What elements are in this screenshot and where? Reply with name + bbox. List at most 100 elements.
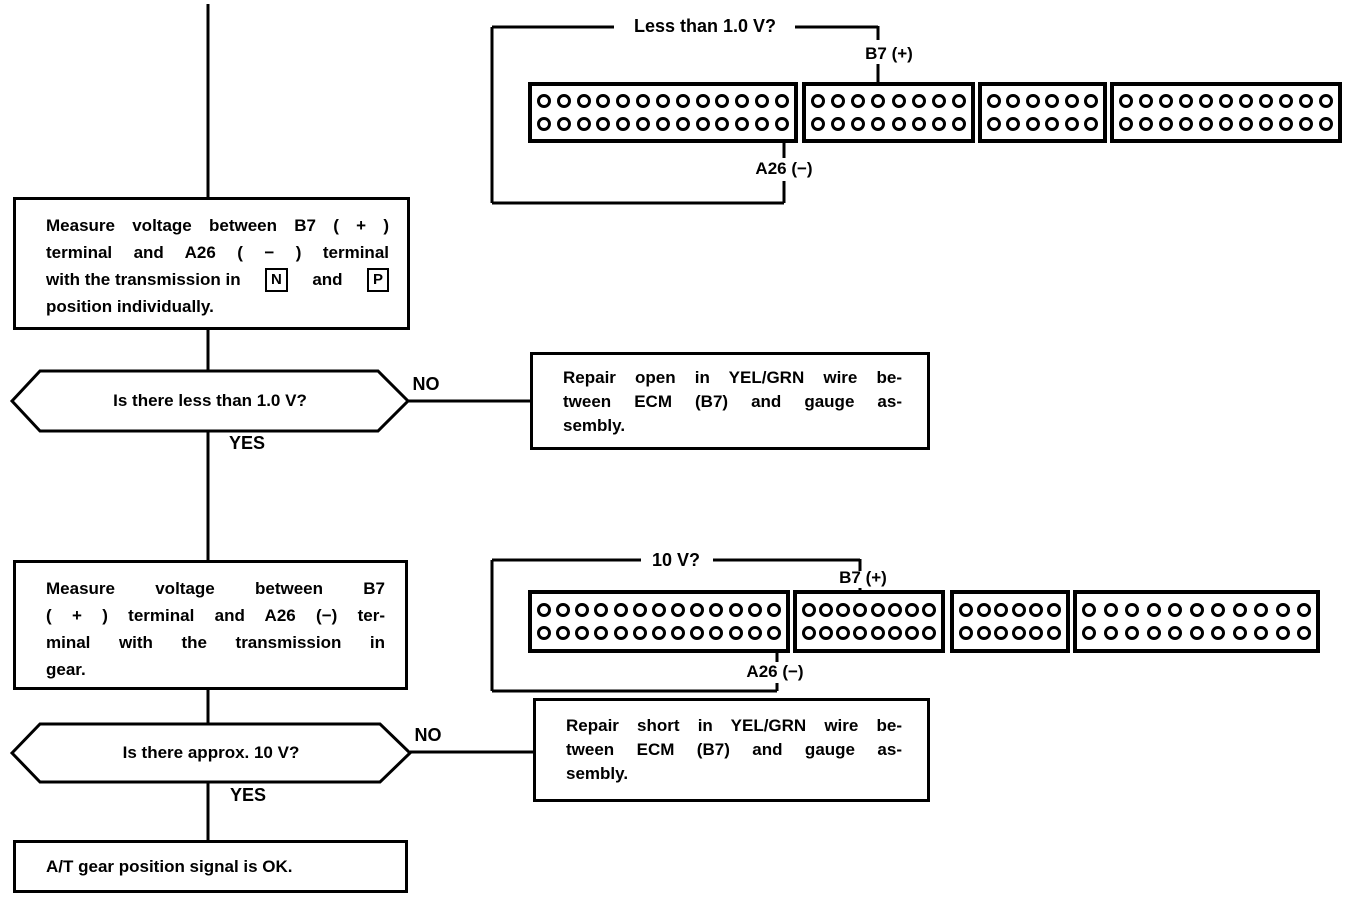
- connector-pin: [576, 94, 591, 109]
- connector-pin: [1139, 116, 1153, 131]
- step-measure-voltage-np-box: Measure voltage between B7 ( + ) termina…: [13, 197, 410, 330]
- connector-pin: [556, 116, 571, 131]
- connector-pin: [747, 603, 762, 617]
- connector-pin: [1275, 626, 1290, 640]
- connector-pin: [871, 94, 886, 109]
- connector-pin: [613, 626, 628, 640]
- connector-pin: [1083, 116, 1098, 131]
- connector-pin: [891, 94, 906, 109]
- connector-pin: [887, 603, 902, 617]
- connector-pin: [556, 603, 571, 617]
- connector-pin: [1082, 603, 1096, 617]
- action-text-line: tween ECM (B7) and gauge as-: [563, 392, 902, 411]
- connector-pin: [819, 603, 834, 617]
- connector-pin: [1219, 116, 1233, 131]
- connector-pin: [766, 626, 781, 640]
- connector-pin: [1119, 116, 1133, 131]
- connector-pin: [594, 603, 609, 617]
- connector-pin: [1064, 116, 1079, 131]
- ecm-connector-A-row2: [528, 590, 790, 653]
- connector-pin: [1146, 626, 1161, 640]
- pin-row: [959, 603, 1061, 617]
- step-text-line: minal with the transmission in: [46, 633, 385, 652]
- connector-pin: [887, 626, 902, 640]
- connector-pin: [537, 603, 551, 617]
- connector-pin: [755, 116, 770, 131]
- step-text-segment: and: [312, 270, 343, 289]
- connector-pin: [709, 626, 724, 640]
- connector-pin: [851, 94, 866, 109]
- connector-pin: [1259, 94, 1273, 109]
- connector-pin: [994, 603, 1009, 617]
- ecm-connector-D-row2: [1073, 590, 1320, 653]
- connector-pin: [695, 116, 710, 131]
- connector-pin: [1006, 116, 1021, 131]
- step-text-line: with the transmission in N and P: [46, 266, 389, 293]
- connector-pin: [766, 603, 781, 617]
- connector-pin: [616, 116, 631, 131]
- connector-pin: [976, 603, 991, 617]
- connector-pin: [537, 94, 551, 109]
- action-repair-short-box: Repair short in YEL/GRN wire be- tween E…: [533, 698, 930, 802]
- gear-position-n-badge: N: [265, 267, 288, 292]
- step-text-line: Measure voltage between B7 ( + ): [46, 216, 389, 235]
- connector-pin: [1254, 626, 1268, 640]
- connector-pin: [1189, 603, 1204, 617]
- connector-pin: [709, 603, 724, 617]
- connector-pin: [911, 94, 926, 109]
- connector-pin: [1319, 116, 1333, 131]
- connector-pin: [1168, 626, 1182, 640]
- connector-pin: [576, 116, 591, 131]
- ecm-connector-B-row1: [802, 82, 975, 143]
- step-text-segment: with the transmission in: [46, 270, 241, 289]
- connector-pin: [747, 626, 762, 640]
- connector-pin: [1279, 116, 1293, 131]
- connector-pin: [870, 626, 885, 640]
- connector-pin: [715, 94, 730, 109]
- connector-pin: [715, 116, 730, 131]
- connector-pin: [959, 603, 973, 617]
- decision-1-yes-label: YES: [228, 433, 266, 453]
- connector-pin: [904, 603, 919, 617]
- connector-pin: [755, 94, 770, 109]
- connector-pin: [537, 626, 551, 640]
- connector-pin: [851, 116, 866, 131]
- connector-pin: [774, 94, 789, 109]
- step-text-line: Measure voltage between B7: [46, 579, 385, 598]
- connector-pin: [802, 603, 816, 617]
- probe1-question-label: Less than 1.0 V?: [633, 16, 777, 36]
- connector-pin: [831, 116, 846, 131]
- connector-pin: [819, 626, 834, 640]
- ecm-connector-C-row2: [950, 590, 1070, 653]
- connector-pin: [1082, 626, 1096, 640]
- connector-pin: [1239, 94, 1253, 109]
- connector-pin: [1297, 626, 1311, 640]
- connector-pin: [836, 603, 851, 617]
- pin-row: [987, 116, 1098, 131]
- connector-pin: [1259, 116, 1273, 131]
- connector-pin: [675, 94, 690, 109]
- connector-pin: [1179, 116, 1193, 131]
- connector-pin: [931, 94, 946, 109]
- connector-pin: [1232, 626, 1247, 640]
- connector-pin: [1168, 603, 1182, 617]
- connector-pin: [1159, 116, 1173, 131]
- step-text-line: position individually.: [46, 297, 214, 316]
- step-text-line: gear.: [46, 660, 86, 679]
- connector-pin: [537, 116, 551, 131]
- pin-row: [1082, 626, 1311, 640]
- connector-pin: [1189, 626, 1204, 640]
- connector-pin: [811, 116, 825, 131]
- connector-pin: [987, 94, 1001, 109]
- action-text-line: sembly.: [563, 416, 626, 435]
- connector-pin: [1146, 603, 1161, 617]
- connector-pin: [1083, 94, 1098, 109]
- connector-pin: [1319, 94, 1333, 109]
- connector-pin: [1199, 94, 1213, 109]
- connector-pin: [911, 116, 926, 131]
- pin-row: [811, 94, 966, 109]
- connector-pin: [1046, 603, 1061, 617]
- connector-pin: [655, 116, 670, 131]
- connector-pin: [871, 116, 886, 131]
- connector-pin: [728, 603, 743, 617]
